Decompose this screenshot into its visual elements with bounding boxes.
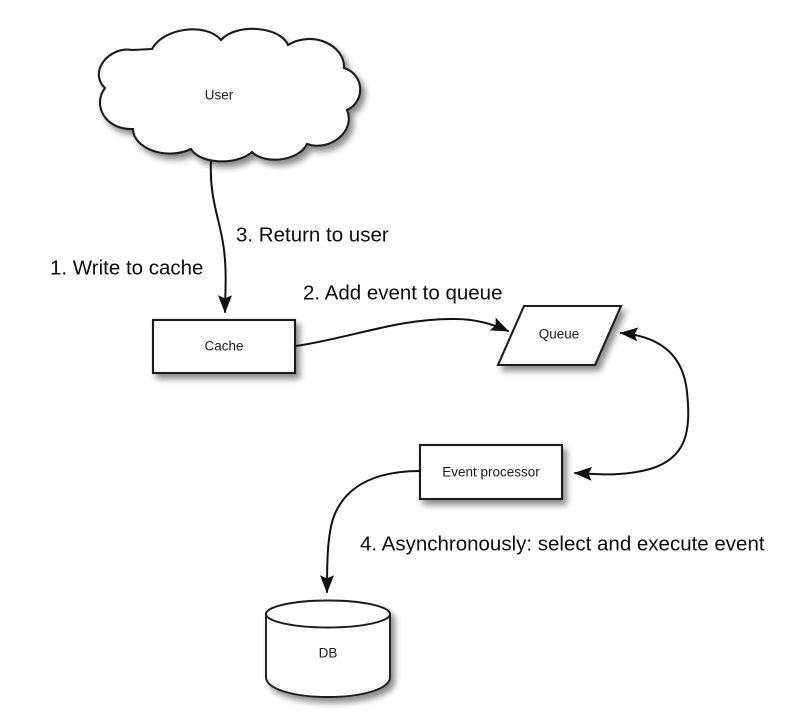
node-event-processor-label: Event processor bbox=[442, 465, 540, 480]
edge-cache-to-queue[interactable] bbox=[295, 317, 510, 347]
label-step-2: 2. Add event to queue bbox=[303, 281, 502, 304]
cloud-shape bbox=[97, 27, 362, 163]
node-cache-label: Cache bbox=[204, 339, 243, 354]
node-db-label: DB bbox=[319, 646, 338, 661]
cylinder-body bbox=[265, 613, 391, 698]
label-step-1: 1. Write to cache bbox=[50, 256, 203, 279]
label-step-3: 3. Return to user bbox=[236, 223, 389, 246]
edge-event-processor-to-db[interactable] bbox=[320, 470, 421, 594]
node-user[interactable] bbox=[97, 27, 362, 163]
label-step-4: 4. Asynchronously: select and execute ev… bbox=[360, 532, 765, 555]
node-db[interactable] bbox=[265, 599, 391, 698]
cache-rect bbox=[151, 318, 297, 375]
edge-queue-event-processor[interactable] bbox=[573, 327, 690, 481]
node-user-label: User bbox=[205, 88, 234, 103]
node-queue-label: Queue bbox=[539, 327, 580, 342]
node-cache[interactable] bbox=[151, 318, 297, 375]
cylinder-top-ellipse bbox=[265, 599, 391, 629]
edge-user-to-cache[interactable] bbox=[209, 160, 233, 314]
